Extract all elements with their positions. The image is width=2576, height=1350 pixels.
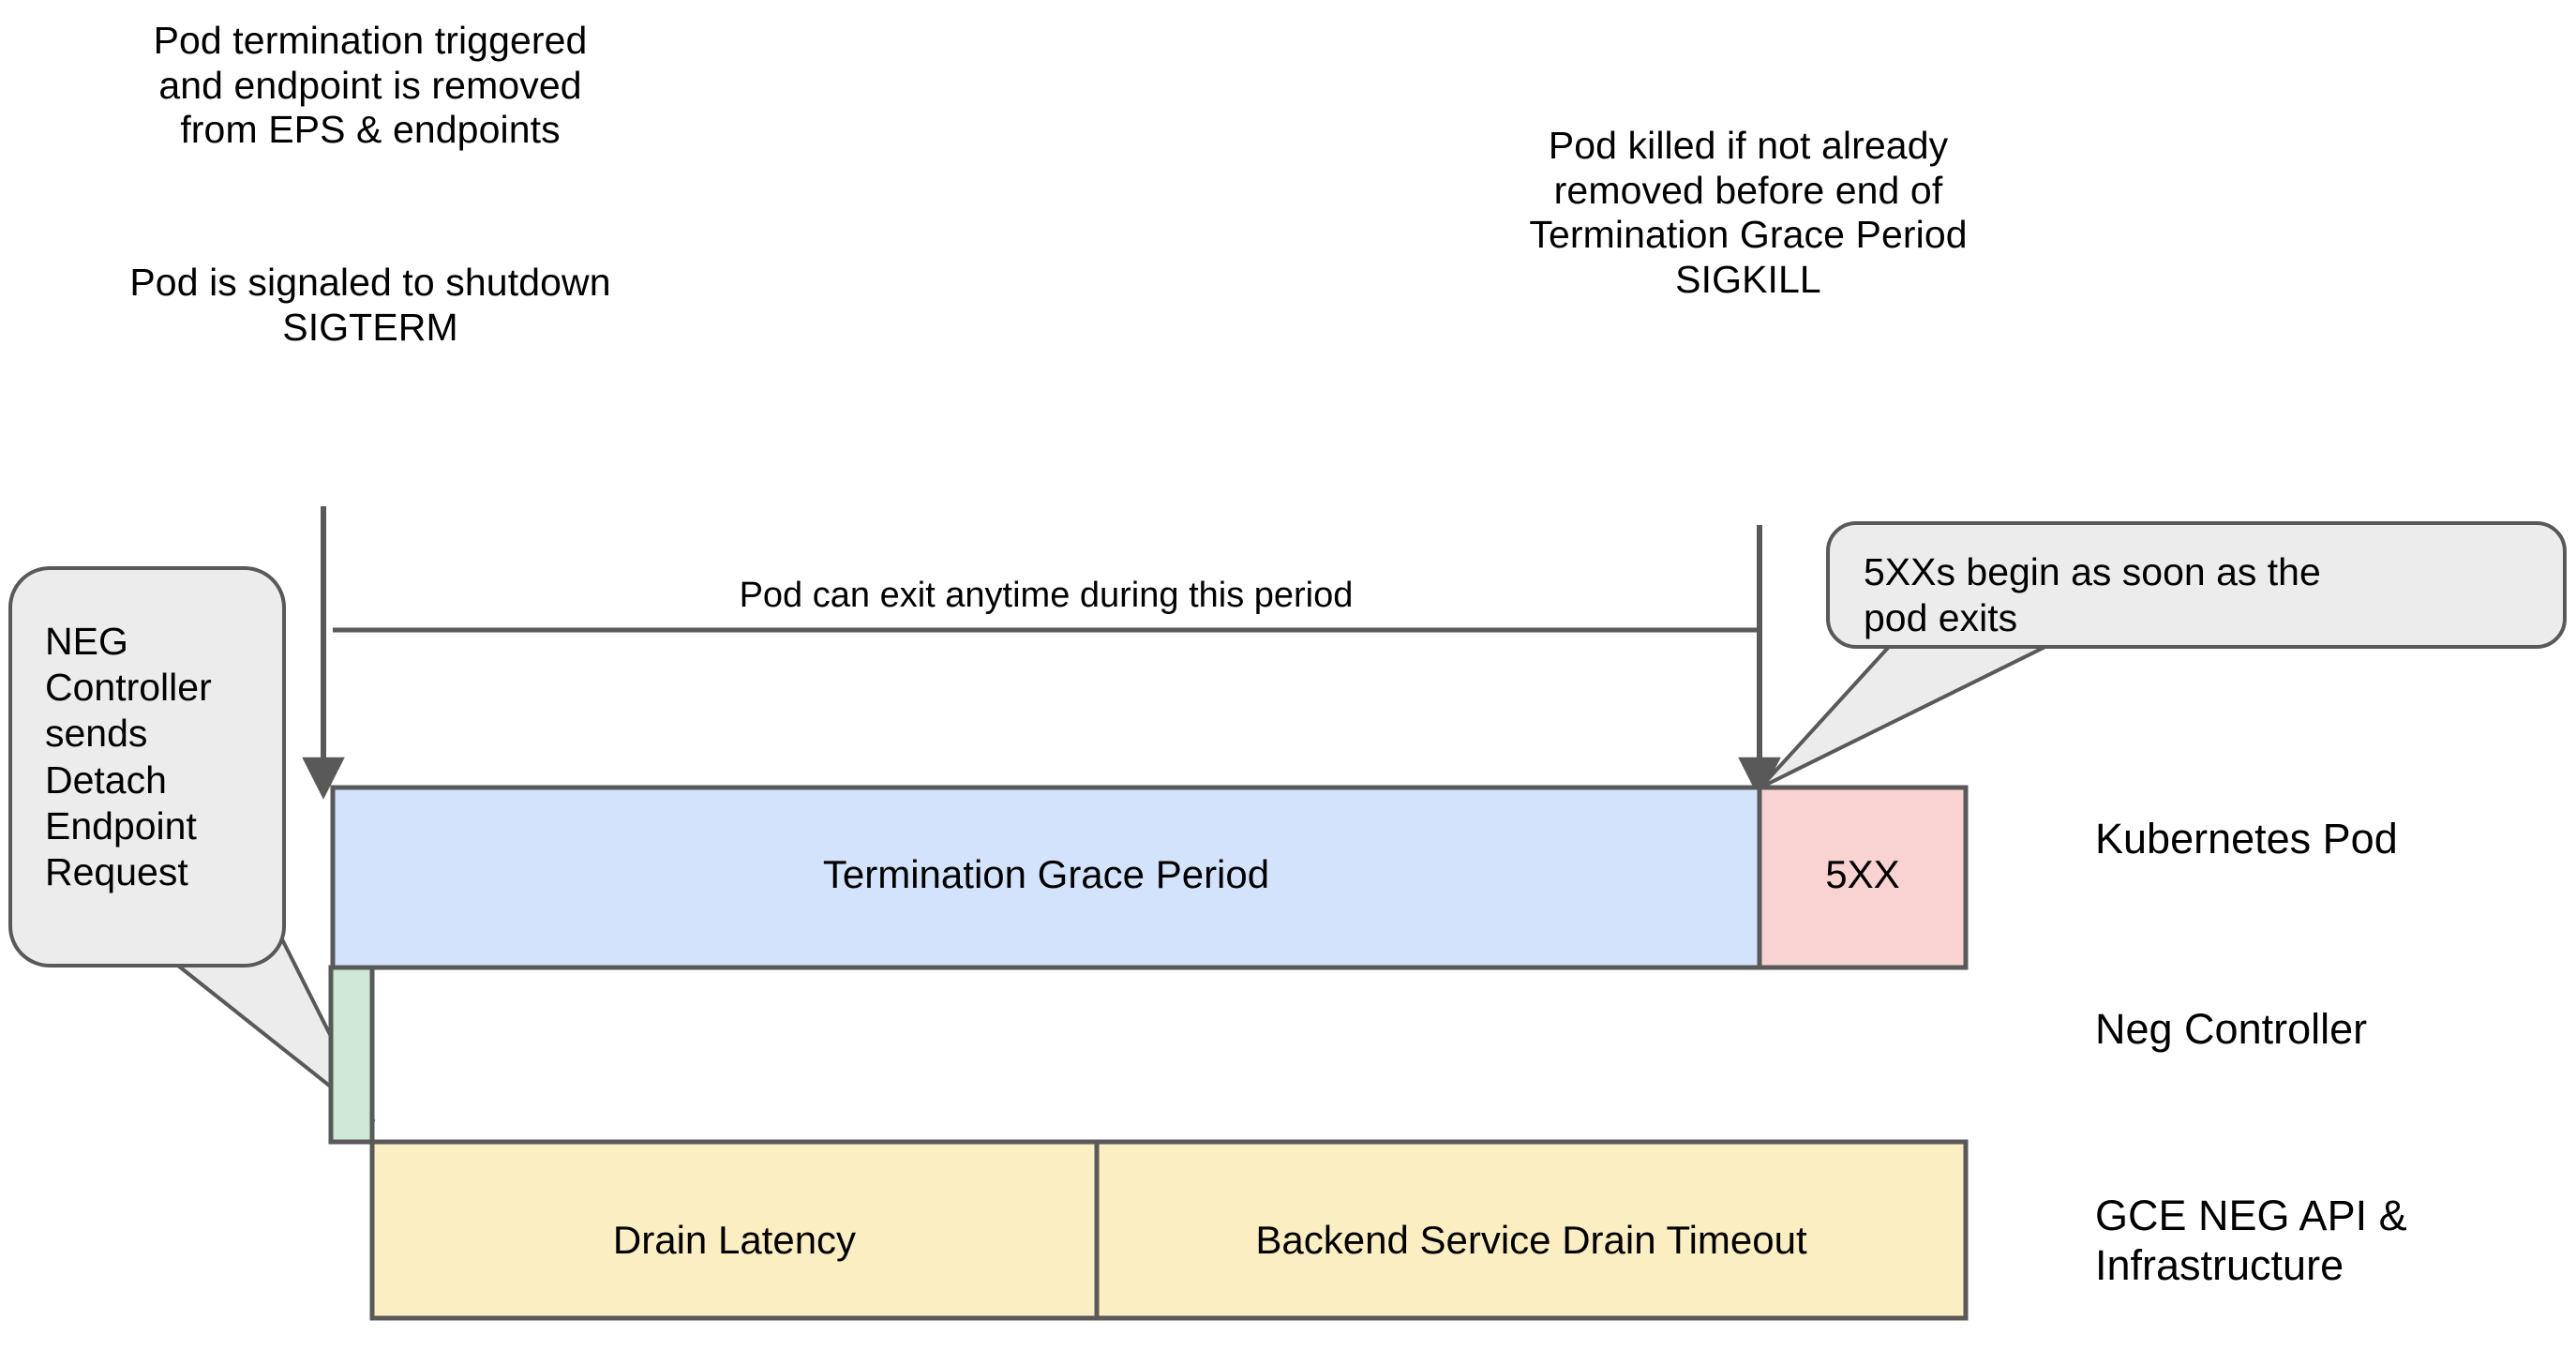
- lane-label-gce-neg-api: GCE NEG API & Infrastructure: [2095, 1192, 2407, 1290]
- annotation-pod-signaled-shutdown: Pod is signaled to shutdown SIGTERM: [129, 261, 611, 349]
- bar-label-drain-latency: Drain Latency: [612, 1218, 857, 1262]
- neg-callout-tail: [176, 936, 375, 1122]
- bar-label-backend-service-drain-timeout: Backend Service Drain Timeout: [1255, 1218, 1807, 1262]
- neg-controller-callout-text: NEG Controller sends Detach Endpoint Req…: [45, 620, 212, 893]
- label-pod-can-exit-period: Pod can exit anytime during this period: [739, 576, 1354, 615]
- annotation-pod-termination-triggered: Pod termination triggered and endpoint i…: [153, 19, 588, 152]
- bar-neg-detach: [328, 965, 375, 1145]
- bar-label-termination-grace-period: Termination Grace Period: [822, 852, 1270, 896]
- bar-label-five-xx: 5XX: [1825, 852, 1900, 896]
- five-xx-callout-text: 5XXs begin as soon as the pod exits: [1864, 550, 2321, 640]
- lane-label-kubernetes-pod: Kubernetes Pod: [2095, 815, 2398, 862]
- lane-label-neg-controller: Neg Controller: [2095, 1005, 2368, 1053]
- five-xx-callout-tail: [1759, 636, 2066, 789]
- annotation-pod-killed-sigkill: Pod killed if not already removed before…: [1529, 124, 1968, 301]
